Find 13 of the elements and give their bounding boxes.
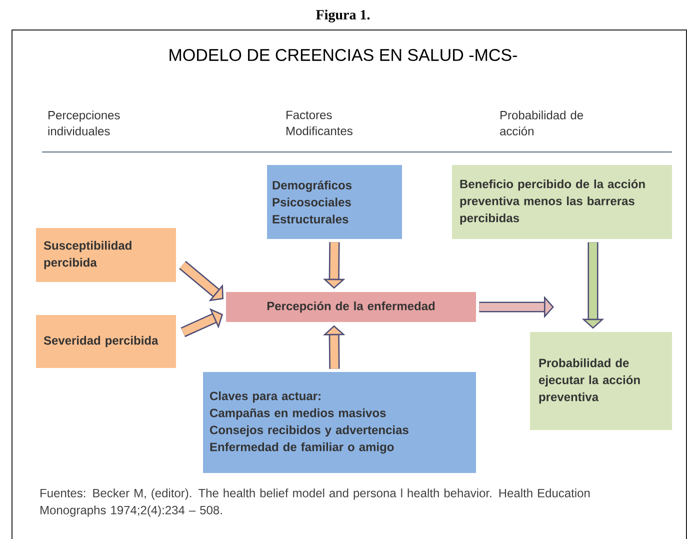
text-box: Demográficos Psicosociales Estructurales [267,165,402,239]
column-heading: Factores Modificantes [286,110,352,136]
diagram-title: MODELO DE CREENCIAS EN SALUD -MCS- [170,48,517,62]
figure-label: Figura 1. [316,10,370,22]
column-heading: Percepciones individuales [48,110,120,136]
source-note: Fuentes: Becker M, (editor). The health belief model and persona l health behavior. Health Education Monographs 1974;2(4):234 – 508. [40,488,590,517]
text-box: Claves para actuar: Campañas en medios masivos Consejos recibidos y advertencias Enfermedad de familiar o amigo [203,372,476,473]
text-box: Percepción de la enfermedad [226,292,476,322]
text-box: Probabilidad de ejecutar la acción preventiva [530,332,672,430]
text-box: Severidad percibida [36,315,176,368]
text-box: Beneficio percibido de la acción preventiva menos las barreras percibidas [452,165,672,239]
text-box: Susceptibilidad percibida [36,228,176,282]
column-heading: Probabilidad de acción [500,110,584,136]
